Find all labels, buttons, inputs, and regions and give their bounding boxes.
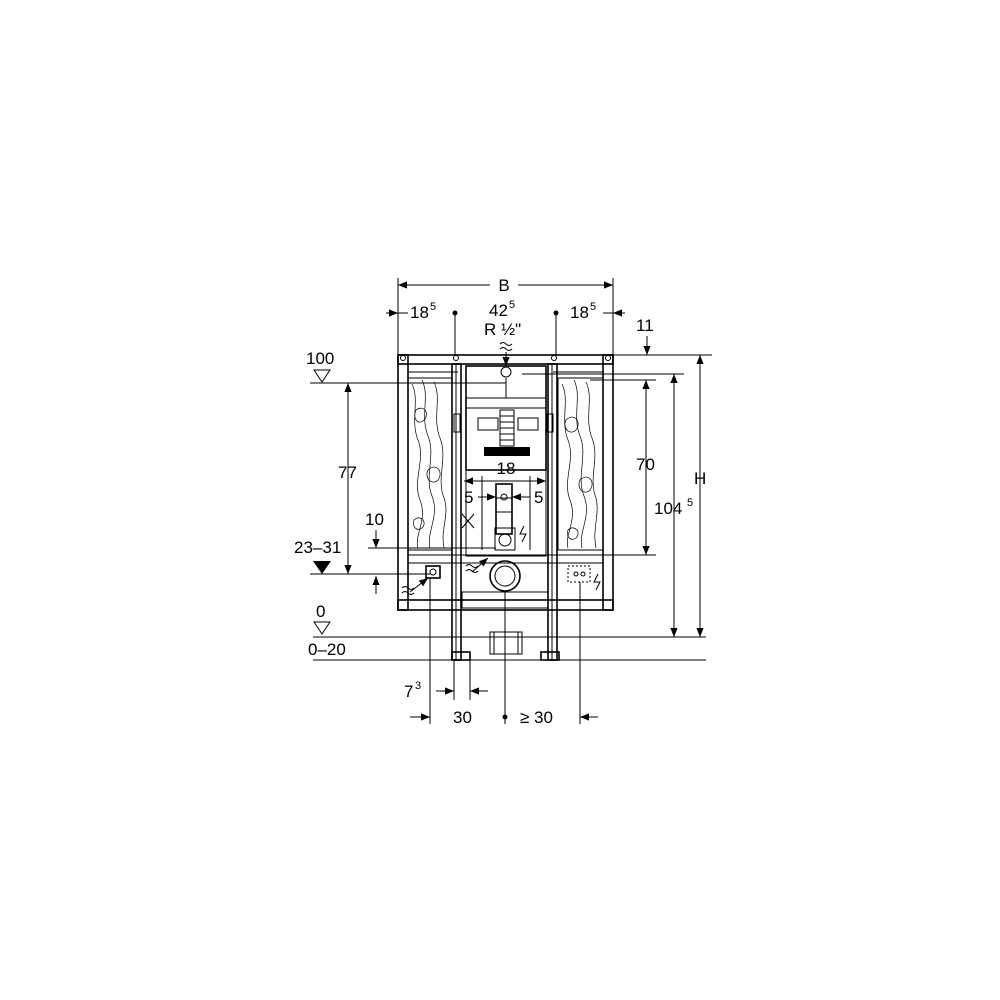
label-0-20: 0–20 bbox=[308, 640, 346, 659]
wood-panel-right bbox=[557, 377, 604, 551]
label-b: B bbox=[498, 276, 509, 295]
label-18-left-main: 18 bbox=[410, 303, 429, 322]
label-23-31: 23–31 bbox=[294, 538, 341, 557]
label-11: 11 bbox=[636, 316, 654, 335]
label-5-right: 5 bbox=[534, 488, 543, 507]
label-7-3: 7 3 bbox=[404, 680, 421, 701]
label-18-5-right: 18 5 bbox=[570, 301, 596, 322]
electric-symbol-center bbox=[519, 525, 527, 543]
label-70: 70 bbox=[636, 455, 655, 474]
dimension-18 bbox=[464, 476, 546, 550]
label-18-5-left: 18 5 bbox=[410, 301, 436, 322]
floor-lines bbox=[313, 636, 706, 661]
label-h: H bbox=[694, 469, 706, 488]
label-18: 18 bbox=[497, 459, 516, 478]
label-104-sup: 5 bbox=[687, 497, 693, 509]
label-42-sup: 5 bbox=[509, 299, 515, 311]
label-18-left-sup: 5 bbox=[430, 301, 436, 313]
water-symbol-top bbox=[499, 342, 513, 351]
water-symbol-left bbox=[401, 586, 415, 595]
label-104-5: 104 5 bbox=[654, 497, 693, 518]
label-77: 77 bbox=[338, 463, 357, 482]
dimension-11 bbox=[613, 336, 712, 356]
label-level-100: 100 bbox=[306, 349, 334, 368]
label-7-sup: 3 bbox=[415, 680, 421, 692]
logo-text: GEBERIT bbox=[494, 450, 521, 456]
label-ge-30: ≥ 30 bbox=[520, 708, 553, 727]
electric-symbol-right bbox=[593, 573, 601, 591]
dimension-side-widths bbox=[386, 309, 625, 355]
label-thread: R ½" bbox=[484, 320, 521, 339]
dimension-104-5 bbox=[522, 373, 684, 637]
label-42-main: 42 bbox=[489, 301, 508, 320]
level-marker-0 bbox=[313, 621, 331, 635]
level-marker-100 bbox=[310, 369, 506, 384]
label-7-main: 7 bbox=[404, 682, 413, 701]
label-18-right-sup: 5 bbox=[590, 301, 596, 313]
label-level-0: 0 bbox=[316, 602, 325, 621]
label-10: 10 bbox=[365, 510, 384, 529]
dimension-10 bbox=[368, 530, 496, 594]
leader-lines bbox=[409, 557, 489, 593]
label-104-main: 104 bbox=[654, 499, 682, 518]
label-30: 30 bbox=[453, 708, 472, 727]
label-42-5: 42 5 bbox=[489, 299, 515, 320]
label-18-right-main: 18 bbox=[570, 303, 589, 322]
water-symbol-mid bbox=[465, 564, 479, 573]
label-5-left: 5 bbox=[464, 488, 473, 507]
dimension-bottom bbox=[410, 578, 598, 724]
dimension-70 bbox=[520, 379, 656, 556]
level-marker-23-31 bbox=[310, 561, 430, 575]
wood-panel-left bbox=[407, 377, 453, 551]
